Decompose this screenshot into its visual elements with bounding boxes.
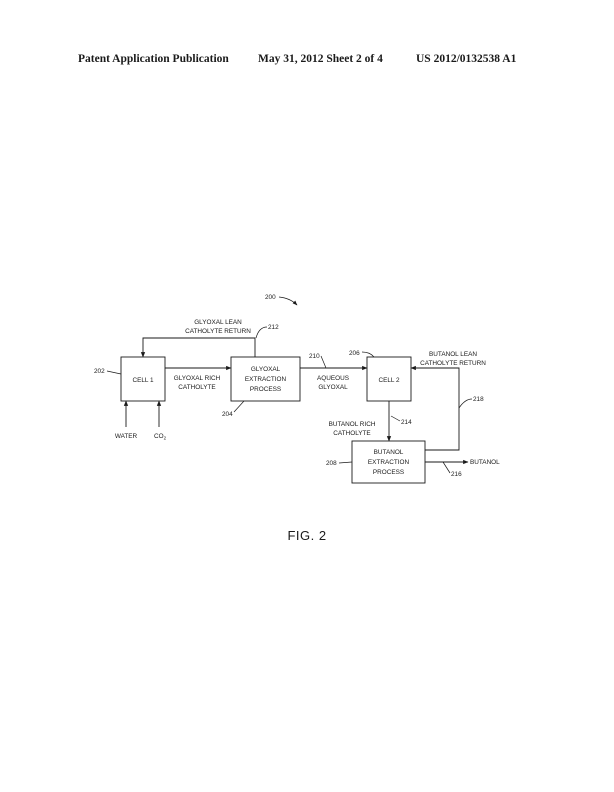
butanol-lean-line1: BUTANOL LEAN xyxy=(429,351,477,358)
glyoxal-extraction-line2: EXTRACTION xyxy=(245,376,287,383)
ref-212: 212 xyxy=(268,324,279,331)
glyoxal-rich-line1: GLYOXAL RICH xyxy=(174,375,221,382)
aqueous-glyoxal-line1: AQUEOUS xyxy=(317,375,349,382)
ref-214: 214 xyxy=(401,419,412,426)
glyoxal-lean-line1: GLYOXAL LEAN xyxy=(194,319,242,326)
ref-204: 204 xyxy=(222,411,233,418)
butanol-rich-line2: CATHOLYTE xyxy=(333,430,370,437)
butanol-lean-line2: CATHOLYTE RETURN xyxy=(420,360,486,367)
publication-title: Patent Application Publication xyxy=(78,53,229,65)
ref-216: 216 xyxy=(451,471,462,478)
cell-1-label: CELL 1 xyxy=(132,377,154,384)
ref-214-leader xyxy=(390,415,401,422)
ref-212-leader xyxy=(255,326,268,339)
co2-subscript: 2 xyxy=(164,436,167,441)
glyoxal-extraction-line3: PROCESS xyxy=(250,386,281,393)
butanol-extraction-line1: BUTANOL xyxy=(374,449,404,456)
butanol-extraction-line3: PROCESS xyxy=(373,469,404,476)
glyoxal-lean-return-arrow xyxy=(140,337,256,358)
page-header: Patent Application Publication May 31, 2… xyxy=(0,53,614,69)
figure-caption: FIG. 2 xyxy=(287,528,327,543)
ref-216-leader xyxy=(442,461,451,474)
butanol-output-label: BUTANOL xyxy=(470,459,500,466)
ref-200: 200 xyxy=(265,294,276,301)
aqueous-glyoxal-line2: GLYOXAL xyxy=(318,384,348,391)
publication-number: US 2012/0132538 A1 xyxy=(416,53,517,65)
publication-date-sheet: May 31, 2012 Sheet 2 of 4 xyxy=(258,53,383,65)
ref-200-arrow xyxy=(278,296,298,306)
ref-206: 206 xyxy=(349,350,360,357)
water-label: WATER xyxy=(115,433,138,440)
glyoxal-rich-line2: CATHOLYTE xyxy=(178,384,215,391)
ref-206-leader xyxy=(361,351,375,358)
ref-210: 210 xyxy=(309,353,320,360)
ref-204-leader xyxy=(233,400,245,413)
ref-202: 202 xyxy=(94,368,105,375)
ref-208-leader xyxy=(338,461,353,464)
glyoxal-extraction-box xyxy=(230,356,301,402)
co2-label: CO2 xyxy=(154,433,167,441)
butanol-rich-line1: BUTANOL RICH xyxy=(329,421,376,428)
ref-218: 218 xyxy=(473,396,484,403)
ref-202-leader xyxy=(106,370,122,375)
cell-2-label: CELL 2 xyxy=(378,377,400,384)
glyoxal-lean-line2: CATHOLYTE RETURN xyxy=(185,328,251,335)
ref-210-leader xyxy=(320,355,327,369)
ref-218-leader xyxy=(458,398,473,409)
butanol-extraction-line2: EXTRACTION xyxy=(368,459,410,466)
co2-base: CO xyxy=(154,433,164,440)
butanol-lean-return-arrow xyxy=(410,365,460,451)
ref-208: 208 xyxy=(326,460,337,467)
glyoxal-extraction-line1: GLYOXAL xyxy=(251,366,281,373)
